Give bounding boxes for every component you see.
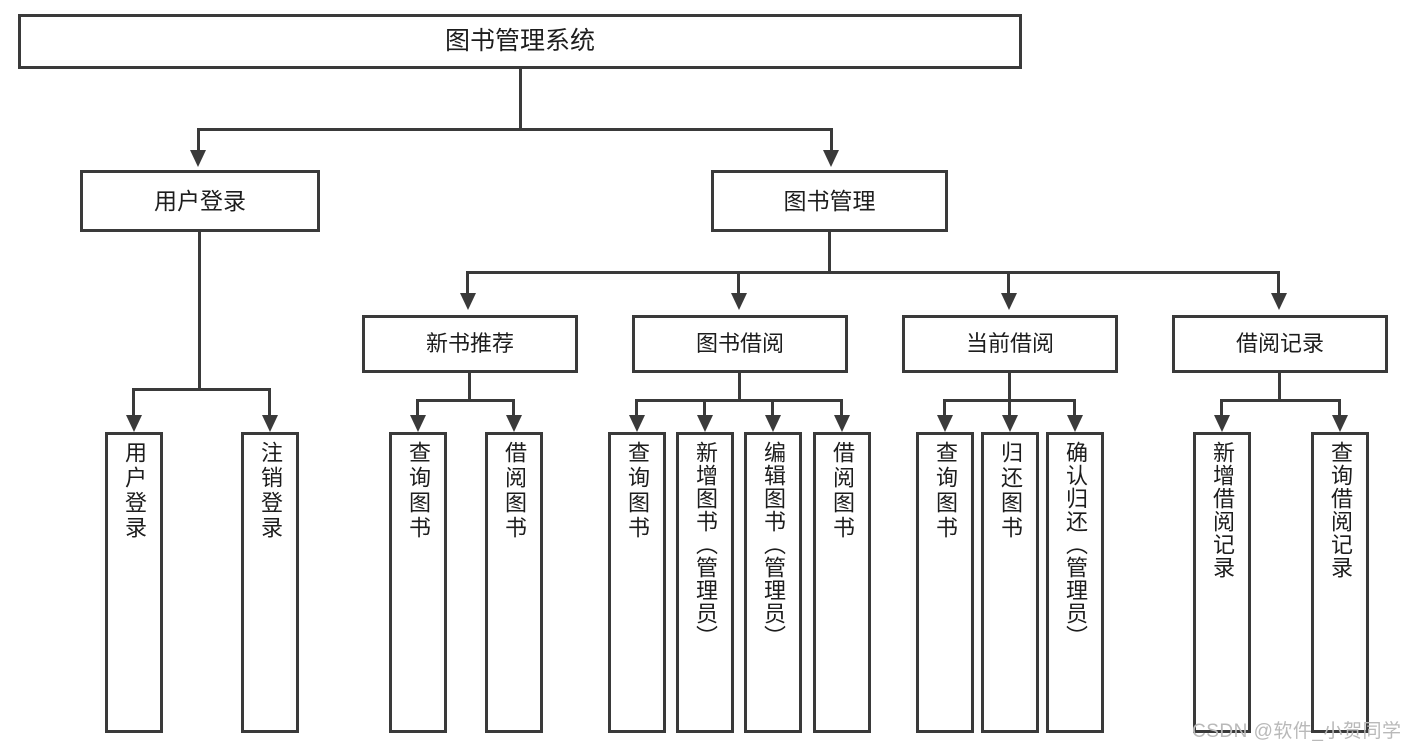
leaf-label: 查询图书 — [625, 441, 650, 541]
leaf-current-borrow-confirm[interactable]: 确认归还（管理员） — [1046, 432, 1104, 733]
connector-book-mgmt-to-record — [1277, 271, 1280, 293]
node-label: 图书管理 — [783, 187, 876, 214]
leaf-new-book-borrow[interactable]: 借阅图书 — [485, 432, 543, 733]
connector-book-borrow-to-leaf-3 — [771, 399, 774, 415]
connector-user-login-stem — [198, 232, 201, 390]
connector-book-borrow-to-leaf-2 — [703, 399, 706, 415]
arrow-book-mgmt-to-record — [1271, 293, 1287, 310]
connector-borrow-record-to-leaf-1 — [1220, 399, 1223, 415]
arrow-book-mgmt-to-new-book — [460, 293, 476, 310]
arrow-root-to-book-mgmt — [823, 150, 839, 167]
connector-new-book-to-leaf-2 — [512, 399, 515, 415]
connector-borrow-record-bus — [1220, 399, 1341, 402]
leaf-book-borrow-add[interactable]: 新增图书（管理员） — [676, 432, 734, 733]
connector-book-borrow-stem — [738, 373, 741, 401]
arrow-new-book-to-leaf-1 — [410, 415, 426, 432]
node-root-system[interactable]: 图书管理系统 — [18, 14, 1022, 69]
connector-book-mgmt-to-new-book — [466, 271, 469, 293]
arrow-current-borrow-to-leaf-3 — [1067, 415, 1083, 432]
connector-root-stem — [519, 69, 522, 128]
leaf-book-borrow-edit[interactable]: 编辑图书（管理员） — [744, 432, 802, 733]
connector-borrow-record-stem — [1278, 373, 1281, 401]
leaf-borrow-record-query[interactable]: 查询借阅记录 — [1311, 432, 1369, 733]
leaf-label: 借阅图书 — [830, 441, 855, 541]
connector-user-login-to-leaf-2 — [268, 388, 271, 415]
arrow-borrow-record-to-leaf-2 — [1332, 415, 1348, 432]
node-book-borrow[interactable]: 图书借阅 — [632, 315, 848, 373]
leaf-new-book-query[interactable]: 查询图书 — [389, 432, 447, 733]
leaf-label: 查询图书 — [406, 441, 431, 541]
arrow-new-book-to-leaf-2 — [506, 415, 522, 432]
connector-book-borrow-to-leaf-4 — [840, 399, 843, 415]
arrow-book-mgmt-to-current — [1001, 293, 1017, 310]
node-new-book-recommend[interactable]: 新书推荐 — [362, 315, 578, 373]
leaf-label: 查询图书 — [933, 441, 958, 541]
arrow-current-borrow-to-leaf-2 — [1002, 415, 1018, 432]
connector-book-mgmt-bus — [466, 271, 1280, 274]
leaf-current-borrow-return[interactable]: 归还图书 — [981, 432, 1039, 733]
node-book-management[interactable]: 图书管理 — [711, 170, 948, 232]
leaf-user-login-logout[interactable]: 注销登录 — [241, 432, 299, 733]
node-label: 图书管理系统 — [444, 27, 595, 56]
connector-current-borrow-to-leaf-2 — [1008, 399, 1011, 415]
arrow-root-to-user-login — [190, 150, 206, 167]
node-current-borrow[interactable]: 当前借阅 — [902, 315, 1118, 373]
connector-user-login-to-leaf-1 — [132, 388, 135, 415]
arrow-current-borrow-to-leaf-1 — [937, 415, 953, 432]
connector-current-borrow-to-leaf-3 — [1073, 399, 1076, 415]
leaf-label: 注销登录 — [258, 441, 283, 541]
leaf-label: 新增图书（管理员） — [693, 441, 718, 648]
csdn-watermark: CSDN @软件_小贺同学 — [1192, 721, 1402, 742]
connector-book-borrow-to-leaf-1 — [635, 399, 638, 415]
leaf-label: 确认归还（管理员） — [1063, 441, 1088, 648]
connector-new-book-to-leaf-1 — [416, 399, 419, 415]
leaf-label: 归还图书 — [998, 441, 1023, 541]
connector-current-borrow-to-leaf-1 — [943, 399, 946, 415]
leaf-borrow-record-add[interactable]: 新增借阅记录 — [1193, 432, 1251, 733]
leaf-user-login-login[interactable]: 用户登录 — [105, 432, 163, 733]
node-label: 图书借阅 — [695, 331, 784, 357]
leaf-current-borrow-query[interactable]: 查询图书 — [916, 432, 974, 733]
arrow-book-borrow-to-leaf-1 — [629, 415, 645, 432]
leaf-label: 用户登录 — [122, 441, 147, 541]
connector-new-book-bus — [416, 399, 514, 402]
connector-root-to-user-login — [197, 128, 200, 150]
connector-book-mgmt-to-borrow — [737, 271, 740, 293]
node-label: 借阅记录 — [1235, 331, 1324, 357]
node-label: 用户登录 — [154, 187, 246, 214]
node-user-login[interactable]: 用户登录 — [80, 170, 320, 232]
node-label: 当前借阅 — [965, 331, 1054, 357]
leaf-label: 查询借阅记录 — [1328, 441, 1353, 579]
arrow-book-mgmt-to-borrow — [731, 293, 747, 310]
connector-book-mgmt-to-current — [1007, 271, 1010, 293]
arrow-book-borrow-to-leaf-2 — [697, 415, 713, 432]
connector-current-borrow-stem — [1008, 373, 1011, 401]
leaf-label: 借阅图书 — [502, 441, 527, 541]
arrow-book-borrow-to-leaf-4 — [834, 415, 850, 432]
leaf-book-borrow-query[interactable]: 查询图书 — [608, 432, 666, 733]
arrow-user-login-to-leaf-1 — [126, 415, 142, 432]
leaf-label: 编辑图书（管理员） — [761, 441, 786, 648]
connector-root-to-book-mgmt — [830, 128, 833, 150]
arrow-user-login-to-leaf-2 — [262, 415, 278, 432]
connector-book-borrow-bus — [635, 399, 843, 402]
connector-user-login-bus — [132, 388, 270, 391]
node-borrow-record[interactable]: 借阅记录 — [1172, 315, 1388, 373]
leaf-label: 新增借阅记录 — [1210, 441, 1235, 579]
connector-new-book-stem — [468, 373, 471, 401]
node-label: 新书推荐 — [425, 331, 514, 357]
connector-borrow-record-to-leaf-2 — [1338, 399, 1341, 415]
connector-root-bus — [197, 128, 833, 131]
arrow-borrow-record-to-leaf-1 — [1214, 415, 1230, 432]
leaf-book-borrow-borrow[interactable]: 借阅图书 — [813, 432, 871, 733]
arrow-book-borrow-to-leaf-3 — [765, 415, 781, 432]
connector-book-mgmt-stem — [828, 232, 831, 273]
